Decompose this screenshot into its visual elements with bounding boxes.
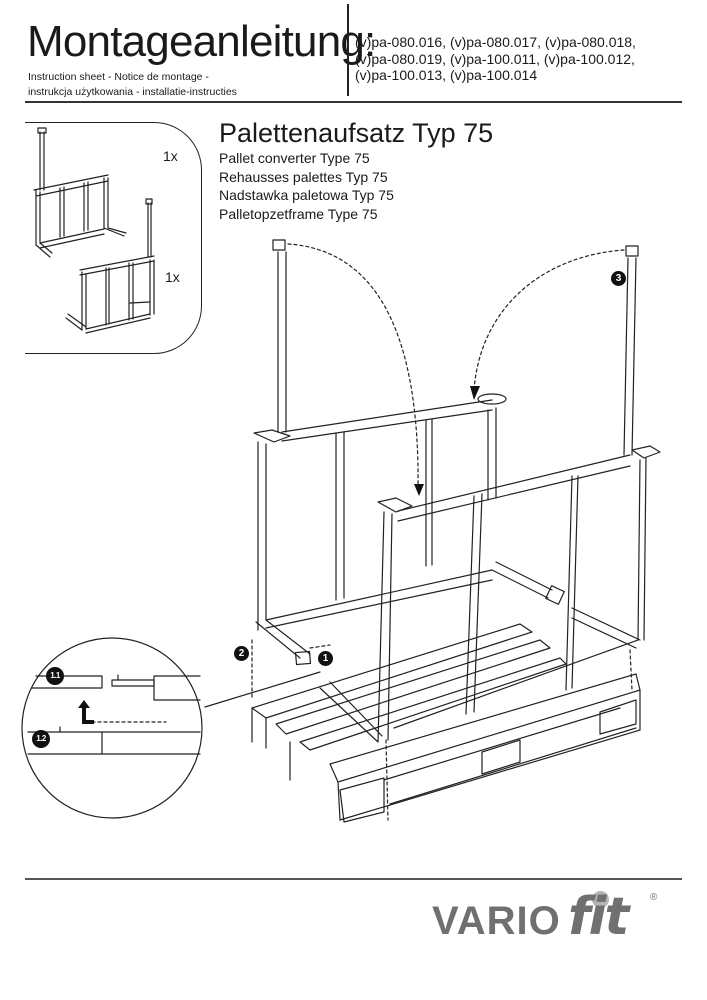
quantity-frame-with-legs: 1x <box>163 148 178 164</box>
translation-fr: Rehausses palettes Typ 75 <box>219 168 388 185</box>
product-translations: Pallet converter Type 75 Rehausses palet… <box>219 149 394 223</box>
package-contents-box <box>25 122 202 354</box>
header-rule <box>25 101 682 103</box>
logo-dot-icon <box>592 891 609 908</box>
step-marker-1-1: 1.1 <box>46 667 64 685</box>
product-title: Palettenaufsatz Typ 75 <box>219 118 494 148</box>
detail-magnifier <box>21 637 321 819</box>
quantity-frame-side: 1x <box>165 269 180 285</box>
arrow-heads <box>78 386 480 724</box>
translation-pl: Nadstawka paletowa Typ 75 <box>219 187 394 204</box>
step-marker-3: 3 <box>611 271 626 286</box>
contents-part-frame-side <box>65 198 155 334</box>
translation-en: Pallet converter Type 75 <box>219 150 370 166</box>
assembly-path-lines <box>85 243 633 821</box>
logo-text-fit: fit <box>568 887 629 947</box>
front-frame <box>319 245 661 743</box>
euro-pallet <box>251 623 641 823</box>
step-marker-1-2: 1.2 <box>32 730 50 748</box>
model-line: (v)pa-080.016, (v)pa-080.017, (v)pa-080.… <box>355 34 636 50</box>
contents-part-frame-with-legs <box>33 127 127 258</box>
back-frame <box>253 239 565 666</box>
model-numbers: (v)pa-080.016, (v)pa-080.017, (v)pa-080.… <box>355 34 636 84</box>
document-subtitle-line1: Instruction sheet - Notice de montage - <box>28 71 209 83</box>
translation-nl: Palletopzetframe Type 75 <box>219 205 378 222</box>
step-marker-1: 1 <box>318 651 333 666</box>
arrow-down-icon <box>470 386 480 400</box>
model-line: (v)pa-080.019, (v)pa-100.011, (v)pa-100.… <box>355 50 635 67</box>
header-divider <box>347 4 349 96</box>
footer-rule <box>25 878 682 880</box>
registered-mark: ® <box>650 892 658 903</box>
model-line: (v)pa-100.013, (v)pa-100.014 <box>355 67 538 83</box>
document-title: Montageanleitung: <box>27 17 376 66</box>
arrow-down-icon <box>414 484 424 496</box>
logo-text-vario: VARIO <box>432 899 561 943</box>
step-marker-2: 2 <box>234 646 249 661</box>
arrow-up-icon <box>78 700 90 708</box>
document-subtitle-line2: instrukcja użytkowania - installatie-ins… <box>28 86 237 98</box>
